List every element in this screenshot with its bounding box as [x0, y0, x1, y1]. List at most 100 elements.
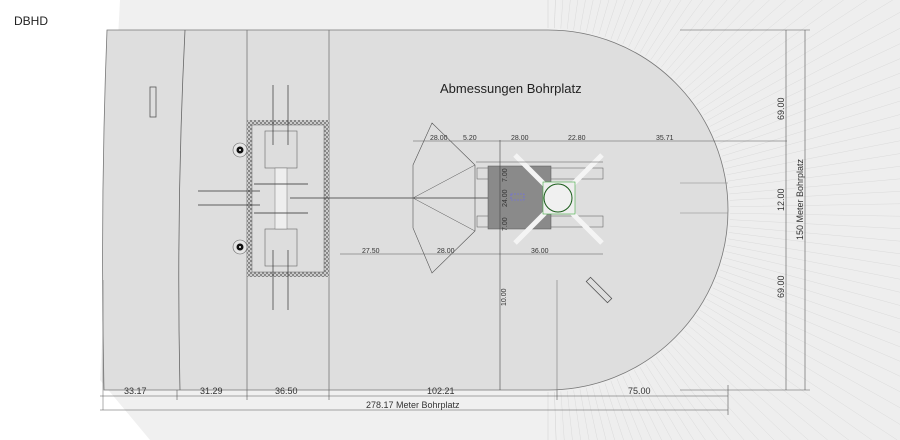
slope-ray: [706, 12, 900, 122]
dim-label: 10.00: [501, 288, 508, 306]
dim-label: 36.50: [275, 386, 298, 396]
slope-ray: [573, 0, 579, 30]
total-width-label: 150 Meter Bohrplatz: [795, 158, 805, 240]
slope-ray: [660, 0, 715, 68]
slope-ray: [728, 166, 900, 188]
dim-label: 35.71: [656, 135, 674, 142]
slope-ray: [729, 178, 900, 195]
slope-ray: [592, 0, 602, 34]
slope-ray: [721, 100, 900, 157]
slope-ray: [729, 191, 900, 201]
header-label: DBHD: [14, 14, 49, 28]
dim-label: 7.00: [502, 168, 509, 182]
dim-label: 69.00: [776, 275, 786, 298]
slope-ray: [598, 0, 610, 36]
dim-label: 27.50: [362, 248, 380, 255]
slope-ray: [699, 0, 867, 111]
slope-ray: [679, 335, 791, 440]
slope-ray: [684, 330, 809, 440]
vehicle-icon: [149, 86, 157, 118]
slope-ray: [560, 391, 565, 440]
slope-ray: [725, 127, 900, 169]
slope-ray: [560, 0, 564, 29]
slope-ray: [586, 0, 594, 33]
slope-ray: [679, 0, 770, 85]
slope-ray: [728, 232, 900, 254]
slope-ray: [616, 0, 635, 42]
slope-ray: [579, 389, 590, 440]
slope-ray: [719, 87, 900, 151]
slope-ray: [604, 382, 624, 440]
slope-ray: [592, 386, 607, 440]
drawing-title: Abmessungen Bohrplatz: [440, 81, 582, 96]
slope-ray: [725, 251, 900, 293]
slope-ray: [726, 140, 900, 176]
total-length-label: 278.17 Meter Bohrplatz: [366, 400, 460, 410]
dim-label: 5.20: [463, 135, 477, 142]
slope-ray: [665, 348, 745, 440]
slope-ray: [622, 375, 652, 440]
slope-ray: [604, 0, 618, 38]
slope-ray: [573, 390, 581, 440]
slope-ray: [721, 263, 900, 320]
slope-ray: [729, 219, 900, 229]
dim-label: 36.00: [531, 248, 549, 255]
slope-ray: [675, 0, 755, 81]
slope-ray: [726, 244, 900, 280]
slope-ray: [712, 287, 900, 377]
slope-ray: [665, 0, 728, 72]
dim-label: 75.00: [628, 386, 651, 396]
vehicle-icon: [585, 276, 613, 304]
slope-ray: [703, 304, 900, 425]
slope-ray: [670, 0, 741, 76]
slope-ray: [717, 72, 900, 145]
slope-ray: [639, 366, 683, 440]
slope-ray: [586, 387, 598, 440]
slope-ray: [650, 360, 706, 440]
direction-arrows: [198, 85, 289, 310]
dim-label: 31.29: [200, 386, 223, 396]
slope-ray: [699, 309, 898, 440]
slope-hatching: [547, 0, 900, 440]
drill-pad: [102, 29, 729, 391]
slope-ray: [729, 203, 900, 208]
slope-ray: [554, 0, 556, 29]
slope-ray: [670, 344, 759, 440]
dim-label: 102.21: [427, 386, 455, 396]
slope-ray: [684, 0, 786, 90]
well-marker-icon: [232, 142, 248, 255]
slope-ray: [703, 0, 893, 116]
slope-ray: [655, 356, 718, 440]
slope-ray: [719, 269, 900, 333]
slope-ray: [723, 114, 900, 163]
slope-ray: [645, 0, 682, 57]
slope-ray: [645, 363, 694, 440]
slope-ray: [554, 391, 557, 440]
dimension-lines: [100, 29, 810, 415]
slope-ray: [692, 320, 849, 440]
slope-ray: [712, 43, 900, 133]
slope-ray: [639, 0, 672, 54]
slope-ray: [696, 0, 844, 105]
slope-ray: [727, 153, 900, 182]
slope-ray: [715, 281, 900, 362]
dim-label: 28.00: [437, 248, 455, 255]
slope-ray: [598, 384, 615, 440]
dim-label: 69.00: [776, 97, 786, 120]
slope-ray: [566, 390, 573, 440]
slope-ray: [628, 0, 652, 47]
wellhead-icon: [543, 183, 573, 213]
slope-ray: [610, 380, 633, 440]
dim-label: 22.80: [568, 135, 586, 142]
dim-label: 7.00: [502, 217, 509, 231]
slope-ray: [622, 0, 643, 45]
slope-ray: [634, 0, 662, 50]
slope-ray: [650, 0, 692, 60]
slope-ray: [634, 370, 673, 440]
slope-ray: [655, 0, 704, 64]
slope-ray: [727, 238, 900, 267]
dim-label: 28.00: [430, 135, 448, 142]
dim-label: 12.00: [776, 188, 786, 211]
